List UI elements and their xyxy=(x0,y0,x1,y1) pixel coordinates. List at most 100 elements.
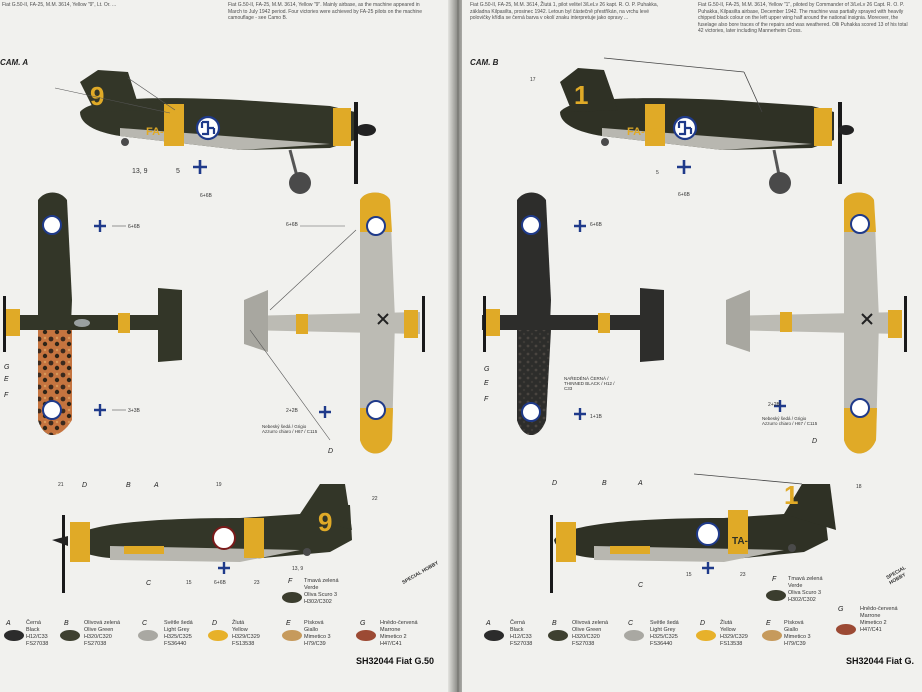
color-swatch-black xyxy=(4,630,24,641)
tail-fin xyxy=(80,70,140,112)
planform-top-b xyxy=(482,192,664,435)
callout: 1+1B xyxy=(590,414,602,420)
callout: D xyxy=(812,438,818,445)
callout: 2+2B xyxy=(768,402,780,408)
camo-heading-b: CAM. B xyxy=(470,58,499,67)
color-letter: E xyxy=(286,620,291,627)
callout: B xyxy=(602,480,607,487)
color-name: Olivová zelená Olive Green H320/C320 FS2… xyxy=(572,620,609,647)
color-letter: G xyxy=(838,606,844,613)
color-name: Světle šedá Light Grey H325/C325 FS36440 xyxy=(650,620,679,647)
color-swatch-red-brown xyxy=(836,624,856,635)
callout: 6+6B xyxy=(214,580,226,586)
callout: G xyxy=(484,366,490,373)
callout: E xyxy=(4,376,9,383)
color-letter: A xyxy=(6,620,11,627)
color-letter: E xyxy=(766,620,771,627)
color-swatch-yellow xyxy=(696,630,716,641)
callout: 15 xyxy=(686,572,692,578)
callout: F xyxy=(4,392,9,399)
callout: 19 xyxy=(216,482,222,488)
left-drawings: 9 FA-2 xyxy=(3,70,425,593)
yellow-cowling xyxy=(333,108,351,146)
planform-underside-left xyxy=(244,192,425,454)
side-view-bottom-b: 1 TA- xyxy=(550,473,836,593)
callout: 6+6B xyxy=(590,222,602,228)
color-name: Černá Black H12/C33 FS27038 xyxy=(26,620,49,647)
callout: D xyxy=(552,480,558,487)
callout: B xyxy=(126,482,131,489)
left-caption-1: Fiat G.50-II, FA-25, M.M. 3614, Yellow "… xyxy=(2,2,117,8)
color-swatch-sand xyxy=(282,630,302,641)
callout: F xyxy=(484,396,489,403)
aircraft-code: FA-25 xyxy=(627,126,657,138)
callout: 6+6B xyxy=(678,192,690,198)
aircraft-code: FA-2 xyxy=(146,126,170,138)
callout-note: NAŘEDĚNÁ ČERNÁ / THINNED BLACK / H12 / C… xyxy=(564,376,615,391)
callout: 15 xyxy=(186,580,192,586)
color-name: Tmavá zelená Verde Oliva Scuro 3 H302/C3… xyxy=(788,576,823,603)
callout: 6+6B xyxy=(128,224,140,230)
callout: E xyxy=(484,380,489,387)
callout: 23 xyxy=(254,580,260,586)
fin-number-bottom: 9 xyxy=(318,507,332,537)
color-swatch-sand xyxy=(762,630,782,641)
color-name: Světle šedá Light Grey H325/C325 FS36440 xyxy=(164,620,193,647)
left-page: Fiat G.50-II, FA-25, M.M. 3614, Yellow "… xyxy=(0,0,454,692)
color-swatch-olive xyxy=(548,630,568,641)
color-name: Hnědo-červená Marrone Mimetico 2 H47/C41 xyxy=(860,606,898,633)
right-caption-2: Fiat G.50-II, FA-25, M.M. 3614, Yellow "… xyxy=(698,2,908,34)
color-name: Černá Black H12/C33 FS27038 xyxy=(510,620,533,647)
callout: 22 xyxy=(372,496,378,502)
color-swatch-grey xyxy=(624,630,644,641)
color-letter: F xyxy=(772,576,777,583)
color-letter: A xyxy=(486,620,491,627)
callout: 17 xyxy=(530,77,536,83)
color-letter: D xyxy=(212,620,218,627)
color-letter: C xyxy=(142,620,148,627)
color-name: Žlutá Yellow H329/C329 FS13538 xyxy=(232,620,260,647)
color-swatch-black xyxy=(484,630,504,641)
right-page: Fiat G.50-II, FA-25, M.M. 3614, Žlutá 1,… xyxy=(462,0,922,692)
color-letter: D xyxy=(700,620,706,627)
fin-number: 1 xyxy=(574,80,588,110)
color-name: Žlutá Yellow H329/C329 FS13538 xyxy=(720,620,748,647)
color-swatch-dark-green xyxy=(766,590,786,601)
callout: A xyxy=(154,482,159,489)
color-name: Olivová zelená Olive Green H320/C320 FS2… xyxy=(84,620,121,647)
right-caption-1: Fiat G.50-II, FA-25, M.M. 3614, Žlutá 1,… xyxy=(470,2,659,21)
color-swatch-red-brown xyxy=(356,630,376,641)
callout: 23 xyxy=(740,572,746,578)
left-caption-2: Fiat G.50-II, FA-25, M.M. 3614, Yellow "… xyxy=(228,2,422,21)
color-letter: B xyxy=(552,620,557,627)
callout: 6+6B xyxy=(200,193,212,199)
propeller xyxy=(354,102,358,184)
callout: 5 xyxy=(176,168,180,175)
fin-number: 9 xyxy=(90,81,104,111)
color-name: Hnědo-červená Marrone Mimetico 2 H47/C41 xyxy=(380,620,418,647)
callout: 21 xyxy=(58,482,64,488)
color-name: Tmavá zelená Verde Oliva Scuro 3 H302/C3… xyxy=(304,578,339,605)
callout: 3+3B xyxy=(128,408,140,414)
main-wheel xyxy=(289,172,311,194)
tail-plane xyxy=(158,288,182,362)
side-view-top-b: 1 FA-25 xyxy=(560,57,854,194)
color-swatch-dark-green xyxy=(282,592,302,603)
color-swatch-grey xyxy=(138,630,158,641)
color-name: Písková Giallo Mimetico 3 H79/C39 xyxy=(784,620,811,647)
color-swatch-yellow xyxy=(208,630,228,641)
color-letter: C xyxy=(628,620,634,627)
right-drawings: 1 FA-25 xyxy=(482,57,907,593)
callout-note: Nebeský šedá / Grigio Azzurro chiaro / H… xyxy=(762,416,818,426)
callout: 6+6B xyxy=(286,222,298,228)
side-view-top: 9 FA-2 xyxy=(54,70,376,194)
planform-top-left xyxy=(3,192,182,435)
color-letter: G xyxy=(360,620,366,627)
callout: 13, 9 xyxy=(292,566,304,572)
callout: C xyxy=(638,582,644,589)
callout: A xyxy=(638,480,643,487)
sheet-footer-title: SH32044 Fiat G.50 xyxy=(356,656,435,666)
callout: D xyxy=(328,448,334,455)
callout: G xyxy=(4,364,10,371)
callout: D xyxy=(82,482,88,489)
